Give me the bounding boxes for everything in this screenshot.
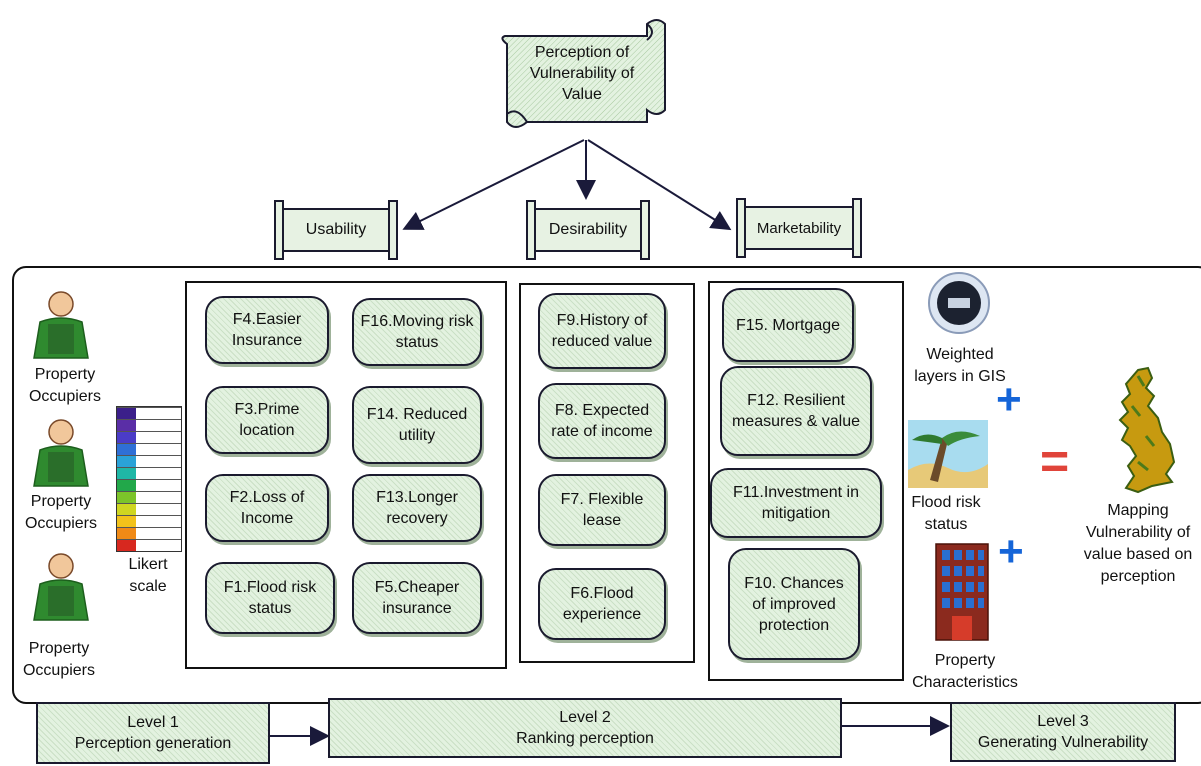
factor-f4: F4.Easier Insurance [205, 296, 329, 364]
likert-level-row [117, 407, 181, 419]
factor-f7: F7. Flexible lease [538, 474, 666, 546]
arrow-to-usability [402, 139, 585, 230]
level-3-desc: Generating Vulnerability [977, 734, 1149, 751]
flood-picture [908, 420, 988, 488]
occupier-label-1: Property Occupiers [28, 366, 102, 405]
output-label: Mapping Vulnerability of value based on … [1083, 502, 1193, 585]
scale-icon [928, 272, 990, 334]
likert-scale-graphic [116, 406, 182, 552]
factor-f15: F15. Mortgage [722, 288, 854, 362]
factor-f11: F11.Investment in mitigation [710, 468, 882, 538]
occupier-label-3: Property Occupiers [22, 640, 96, 679]
factor-f1: F1.Flood risk status [205, 562, 335, 634]
factor-f12: F12. Resilient measures & value [720, 366, 872, 456]
property-characteristics-label: Property Characteristics [912, 652, 1018, 691]
level-1-box: Level 1 Perception generation [36, 702, 270, 764]
likert-level-row [117, 479, 181, 491]
diagram-title: Perception of Vulnerability of Value [529, 43, 635, 103]
level-1-title: Level 1 [127, 714, 179, 731]
likert-level-swatch [117, 540, 137, 551]
factor-f2: F2.Loss of Income [205, 474, 329, 542]
likert-level-row [117, 419, 181, 431]
category-marketability-label: Marketability [756, 219, 842, 237]
likert-level-swatch [117, 528, 137, 539]
person-icon [33, 419, 89, 487]
scroll-shape [501, 19, 666, 128]
likert-level-swatch [117, 480, 137, 491]
likert-level-swatch [117, 456, 137, 467]
factor-f6: F6.Flood experience [538, 568, 666, 640]
likert-level-row [117, 539, 181, 551]
category-marketability: Marketability [736, 198, 862, 258]
likert-level-row [117, 443, 181, 455]
level-2-title: Level 2 [559, 709, 611, 726]
factor-f9: F9.History of reduced value [538, 293, 666, 369]
likert-level-swatch [117, 468, 137, 479]
likert-level-row [117, 431, 181, 443]
arrow-to-marketability [587, 139, 732, 231]
factor-f13: F13.Longer recovery [352, 474, 482, 542]
equals-operator: = [1040, 433, 1070, 489]
plus-operator: + [996, 375, 1022, 424]
likert-level-row [117, 503, 181, 515]
level-2-desc: Ranking perception [516, 730, 654, 747]
likert-level-swatch [117, 516, 137, 527]
level-1-desc: Perception generation [74, 735, 232, 752]
factor-f5: F5.Cheaper insurance [352, 562, 482, 634]
uk-map-icon [1118, 366, 1176, 494]
category-desirability-label: Desirability [548, 221, 628, 238]
likert-level-swatch [117, 408, 137, 419]
factor-f16: F16.Moving risk status [352, 298, 482, 366]
factor-f8: F8. Expected rate of income [538, 383, 666, 459]
building-icon [935, 543, 989, 641]
likert-label: Likert scale [128, 556, 168, 595]
likert-level-row [117, 491, 181, 503]
category-usability-label: Usability [305, 221, 367, 238]
likert-level-swatch [117, 432, 137, 443]
factor-f14: F14. Reduced utility [352, 386, 482, 464]
person-icon [33, 553, 89, 621]
likert-level-row [117, 455, 181, 467]
category-usability: Usability [274, 200, 398, 260]
category-desirability: Desirability [526, 200, 650, 260]
likert-level-row [117, 467, 181, 479]
likert-level-swatch [117, 504, 137, 515]
likert-level-row [117, 515, 181, 527]
level-3-box: Level 3 Generating Vulnerability [950, 702, 1176, 762]
factor-f3: F3.Prime location [205, 386, 329, 454]
factor-f10: F10. Chances of improved protection [728, 548, 860, 660]
weighted-layers-label: Weighted layers in GIS [914, 346, 1006, 385]
likert-level-swatch [117, 492, 137, 503]
plus-operator: + [998, 527, 1024, 576]
likert-level-swatch [117, 420, 137, 431]
level-2-box: Level 2 Ranking perception [328, 698, 842, 758]
person-icon [33, 291, 89, 359]
flood-risk-label: Flood risk status [911, 494, 981, 533]
level-3-title: Level 3 [1037, 713, 1089, 730]
occupier-label-2: Property Occupiers [24, 493, 98, 532]
likert-level-row [117, 527, 181, 539]
likert-level-swatch [117, 444, 137, 455]
